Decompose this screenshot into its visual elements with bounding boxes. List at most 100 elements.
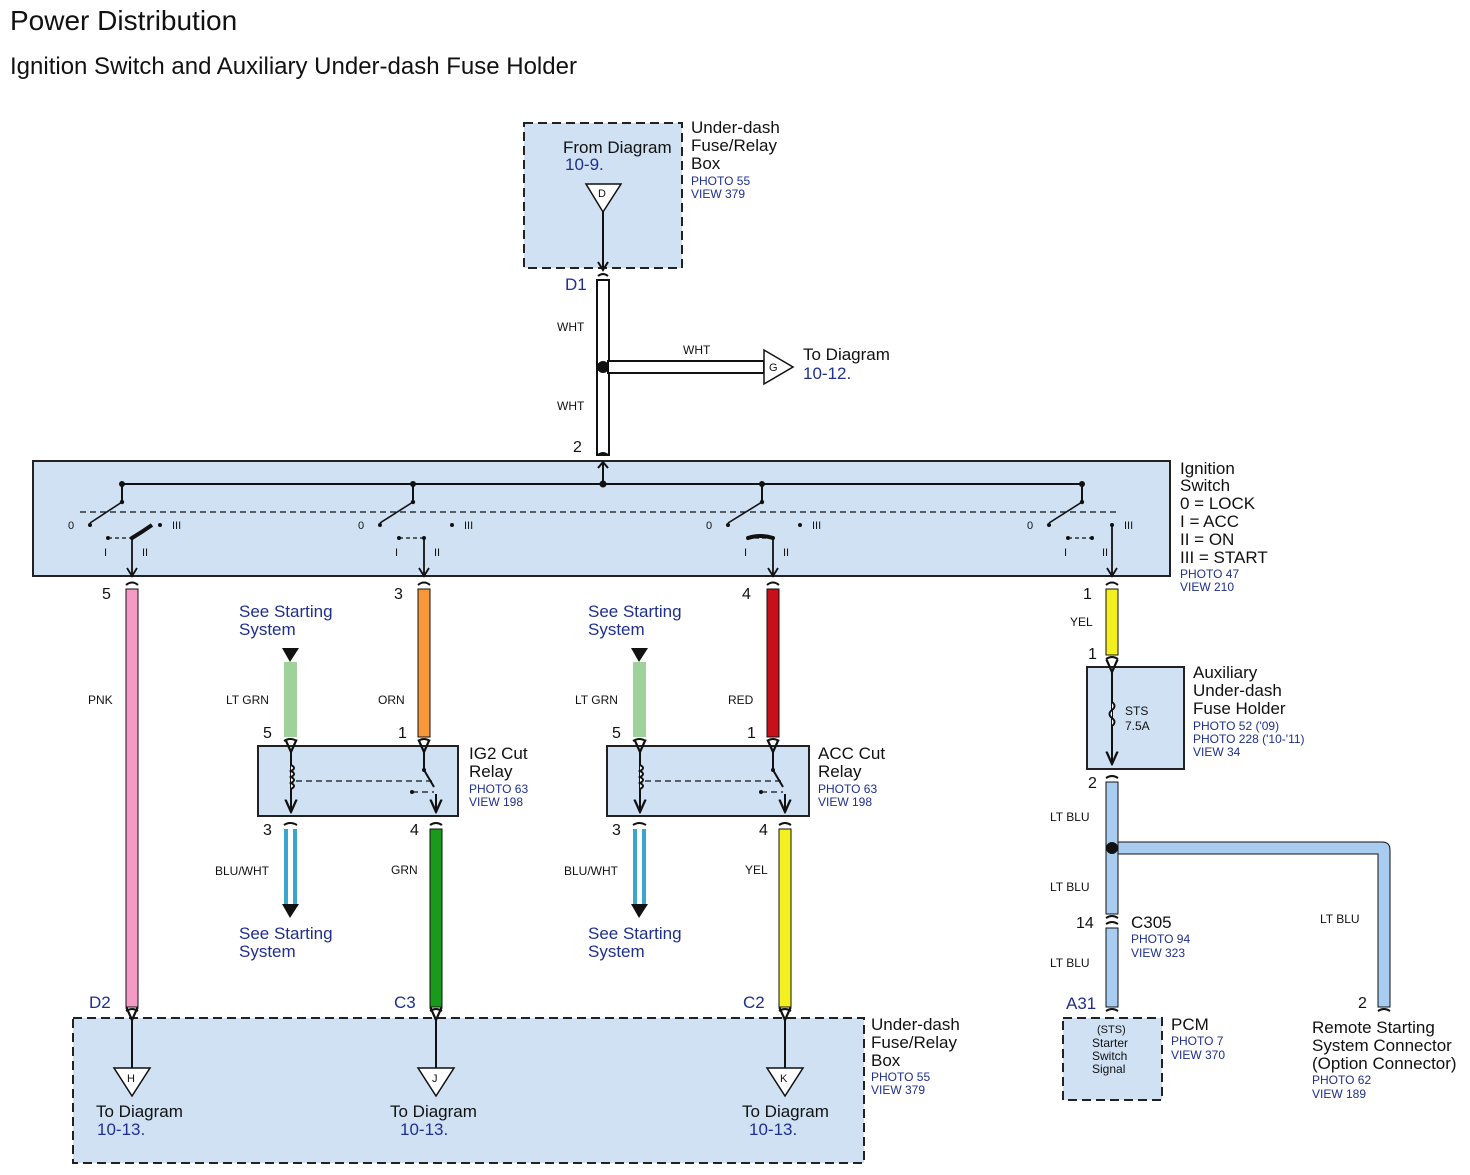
arrow-down-icon: [631, 648, 648, 662]
bottom-box-name-1: Under-dash: [871, 1015, 960, 1034]
top-box-photo[interactable]: PHOTO 55: [691, 174, 750, 188]
to-diagram-k: To Diagram: [742, 1102, 829, 1121]
aux-photo-1[interactable]: PHOTO 52 ('09): [1193, 719, 1279, 733]
page-title: Power Distribution: [10, 5, 237, 36]
c305-view[interactable]: VIEW 323: [1131, 946, 1185, 960]
wire-label-orn: ORN: [378, 693, 405, 707]
ig2-see-top-2[interactable]: System: [239, 620, 296, 639]
bottom-box-photo[interactable]: PHOTO 55: [871, 1070, 930, 1084]
acc-coil-bottom-pin: 3: [612, 822, 621, 839]
wire-label-lt-blu-3: LT BLU: [1050, 956, 1090, 970]
terminal-c2: C2: [743, 993, 765, 1012]
acc-view[interactable]: VIEW 198: [818, 795, 872, 809]
top-fuse-relay-box: From Diagram 10-9. D Under-dash Fuse/Rel…: [523, 118, 780, 272]
remote-name-1: Remote Starting: [1312, 1018, 1435, 1037]
ig2-see-bottom-1[interactable]: See Starting: [239, 924, 333, 943]
wire-wht-branch: [597, 348, 795, 386]
pcm-view[interactable]: VIEW 370: [1171, 1048, 1225, 1062]
ign-view[interactable]: VIEW 210: [1180, 580, 1234, 594]
connector-h-letter: H: [127, 1073, 135, 1085]
connector-j-icon: [416, 1067, 456, 1098]
terminal-c3: C3: [394, 993, 416, 1012]
ign-position-label: 0: [358, 520, 364, 532]
bottom-box-name-3: Box: [871, 1051, 901, 1070]
pin-3-orn: 3: [394, 586, 403, 603]
ig2-see-bottom-2[interactable]: System: [239, 942, 296, 961]
pin-5-pnk: 5: [102, 586, 111, 603]
remote-name-3: (Option Connector): [1312, 1054, 1457, 1073]
wire-label-lt-blu-2: LT BLU: [1050, 880, 1090, 894]
wire-pnk: [125, 581, 139, 1012]
ig2-name-1: IG2 Cut: [469, 744, 528, 763]
ign-position-label: II: [783, 547, 789, 559]
pin-4-red: 4: [742, 586, 751, 603]
ign-position-label: I: [395, 547, 398, 559]
splice-dot: [597, 361, 609, 373]
top-box-name-2: Fuse/Relay: [691, 136, 777, 155]
pcm-terminal: A31: [1066, 994, 1096, 1013]
ig2-switch-bottom-wire: GRN: [391, 863, 418, 877]
top-box-view[interactable]: VIEW 379: [691, 187, 745, 201]
connector-k-icon: [765, 1067, 805, 1098]
aux-in-pin: 1: [1088, 646, 1097, 663]
wire-red: [766, 581, 780, 742]
fuse-rating: 7.5A: [1125, 719, 1150, 733]
bottom-box-view[interactable]: VIEW 379: [871, 1083, 925, 1097]
acc-see-bottom-1[interactable]: See Starting: [588, 924, 682, 943]
ign-position-label: III: [464, 520, 473, 532]
aux-name-2: Under-dash: [1193, 681, 1282, 700]
fuse-name: STS: [1125, 704, 1148, 718]
splice-dot: [1106, 842, 1118, 854]
pcm-signal-2: Starter: [1092, 1036, 1128, 1050]
c305-photo[interactable]: PHOTO 94: [1131, 932, 1190, 946]
ig2-coil-top-wire: LT GRN: [226, 693, 269, 707]
ig2-photo[interactable]: PHOTO 63: [469, 782, 528, 796]
connector-k-letter: K: [780, 1073, 788, 1085]
acc-photo[interactable]: PHOTO 63: [818, 782, 877, 796]
pcm-photo[interactable]: PHOTO 7: [1171, 1034, 1224, 1048]
wire-label-wht-lower: WHT: [557, 399, 585, 413]
remote-photo[interactable]: PHOTO 62: [1312, 1073, 1371, 1087]
ig2-see-top-1[interactable]: See Starting: [239, 602, 333, 621]
acc-name-2: Relay: [818, 762, 862, 781]
wire-label-pnk: PNK: [88, 693, 113, 707]
acc-coil-top-wire: LT GRN: [575, 693, 618, 707]
to-diagram-g-ref[interactable]: 10-12.: [803, 364, 851, 383]
wire-label-yel: YEL: [1070, 615, 1093, 629]
ig2-name-2: Relay: [469, 762, 513, 781]
ig2-view[interactable]: VIEW 198: [469, 795, 523, 809]
aux-photo-2[interactable]: PHOTO 228 ('10-'11): [1193, 732, 1305, 746]
ign-position-label: II: [434, 547, 440, 559]
ign-position-label: I: [1064, 547, 1067, 559]
bottom-fuse-relay-box: D2 C3 C2 H To Diagram 10-13. J To Diagra…: [72, 993, 960, 1164]
acc-see-top-2[interactable]: System: [588, 620, 645, 639]
aux-view[interactable]: VIEW 34: [1193, 745, 1241, 759]
connector-g-icon: [763, 348, 795, 386]
to-diagram-k-ref[interactable]: 10-13.: [749, 1120, 797, 1139]
ign-photo[interactable]: PHOTO 47: [1180, 567, 1239, 581]
pcm-signal-1: (STS): [1097, 1024, 1126, 1036]
acc-cut-relay: See Starting System LT GRN 5 1 ACC Cut R…: [564, 602, 885, 1012]
to-diagram-g-label: To Diagram: [803, 345, 890, 364]
to-diagram-h-ref[interactable]: 10-13.: [97, 1120, 145, 1139]
to-diagram-j-ref[interactable]: 10-13.: [400, 1120, 448, 1139]
acc-switch-bottom-pin: 4: [759, 822, 768, 839]
ig2-switch-top-pin: 1: [398, 725, 407, 742]
wire-label-red: RED: [728, 693, 754, 707]
page-subtitle: Ignition Switch and Auxiliary Under-dash…: [10, 53, 577, 80]
remote-view[interactable]: VIEW 189: [1312, 1087, 1366, 1101]
c305-name: C305: [1131, 913, 1172, 932]
ign-name-4: I = ACC: [1180, 512, 1239, 531]
acc-see-top-1[interactable]: See Starting: [588, 602, 682, 621]
acc-coil-bottom-wire: BLU/WHT: [564, 864, 619, 878]
ign-input-pin: 2: [573, 439, 582, 456]
ign-position-label: II: [142, 547, 148, 559]
from-diagram-ref[interactable]: 10-9.: [565, 155, 604, 174]
aux-name-3: Fuse Holder: [1193, 699, 1286, 718]
acc-see-bottom-2[interactable]: System: [588, 942, 645, 961]
connector-j-letter: J: [432, 1073, 438, 1085]
